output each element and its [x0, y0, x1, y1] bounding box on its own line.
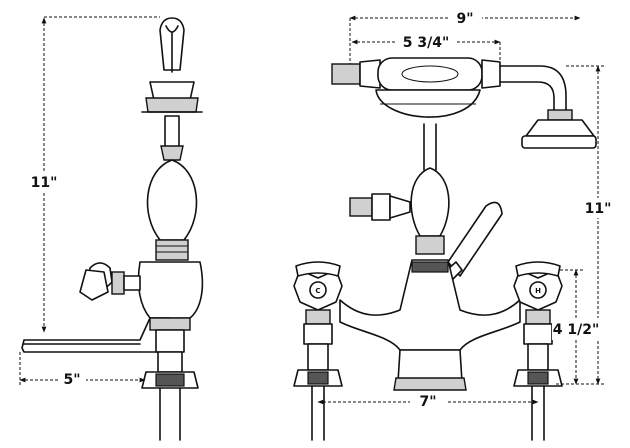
right-cross-handle: H: [513, 261, 563, 325]
handle-height-label: 4 1/2": [553, 322, 600, 338]
handset-width-label: 5 3/4": [403, 35, 450, 51]
side-outlet: [349, 193, 411, 221]
lower-ring: [149, 317, 191, 331]
right-height-label: 11": [585, 201, 612, 217]
left-handle-mark: C: [315, 287, 320, 295]
riser-tube: [164, 115, 180, 149]
front-diverter-body: [410, 167, 450, 237]
riser-nut: [160, 145, 184, 161]
diverter-body: [146, 159, 198, 241]
valve-body: [137, 261, 204, 319]
front-spout: [397, 349, 463, 383]
diverter-collar: [155, 239, 189, 261]
left-height-label: 11": [31, 175, 58, 191]
side-cross-handle: [79, 262, 141, 301]
spout-label: 5": [63, 372, 80, 388]
handset-cradle: [141, 17, 203, 113]
center-spacing-label: 7": [419, 394, 436, 410]
front-view: 9" 5 3/4": [293, 8, 614, 441]
right-handle-mark: H: [535, 287, 541, 295]
left-cross-handle: C: [293, 261, 343, 325]
left-leg: [293, 323, 343, 441]
bridge-band: [411, 261, 449, 273]
handset: [331, 57, 597, 149]
left-height-label-bg: [28, 172, 60, 192]
side-view: 11": [19, 16, 204, 441]
right-leg: [513, 323, 563, 441]
top-width-label: 9": [456, 11, 473, 27]
bridge-body: [339, 259, 521, 351]
